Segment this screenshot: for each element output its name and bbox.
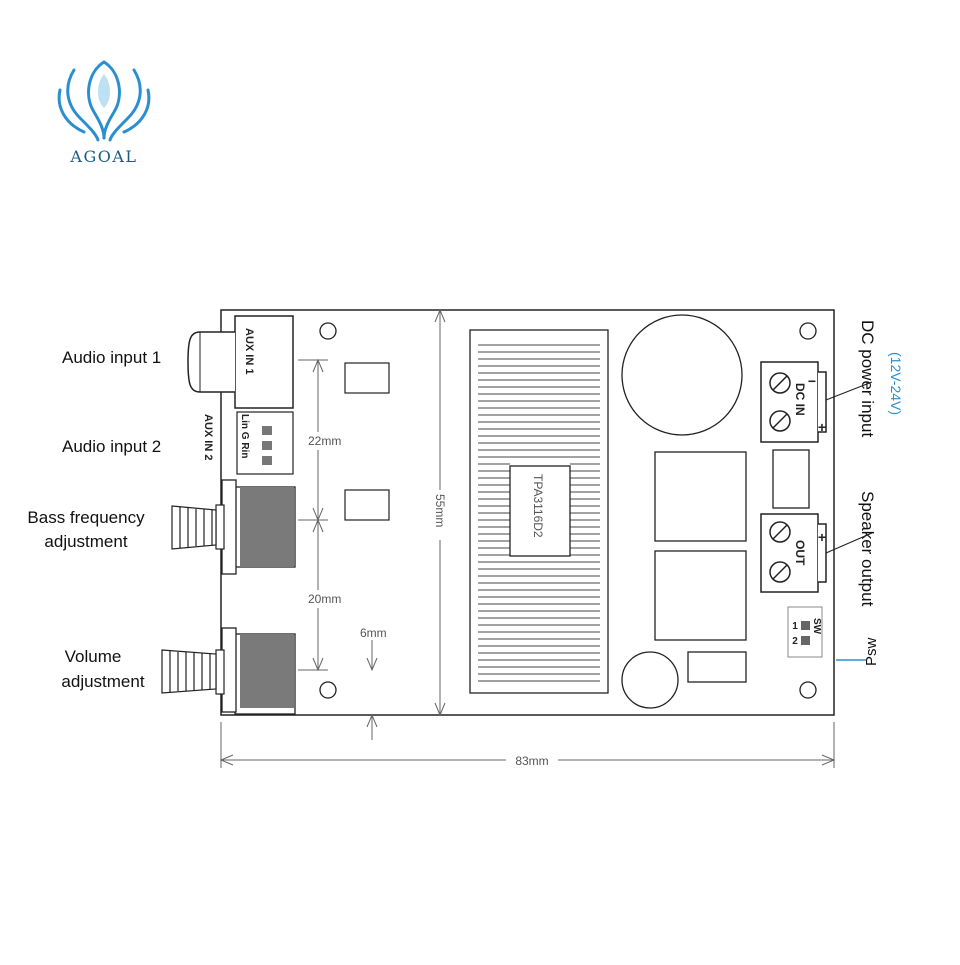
dc-minus-symbol: − xyxy=(808,373,816,389)
aux-in-1-jack: AUX IN 1 xyxy=(187,315,294,409)
label-audio-input-2: Audio input 2 xyxy=(62,437,161,456)
label-psw: Psw xyxy=(863,637,880,666)
aux-in-2-label: AUX IN 2 xyxy=(202,414,214,460)
chip-label: TPA3116D2 xyxy=(531,474,545,538)
volume-knob xyxy=(161,649,217,694)
mounting-hole xyxy=(799,681,817,699)
volume-potentiometer xyxy=(161,627,296,715)
aux-in-2-header: Lin G Rin AUX IN 2 xyxy=(202,411,294,475)
psw-switch: 1 2 SW xyxy=(787,606,823,658)
component-pad xyxy=(687,651,747,683)
small-capacitor xyxy=(621,651,679,709)
dc-plus-symbol: + xyxy=(818,419,826,435)
mounting-hole xyxy=(319,681,337,699)
label-dc-power-input: DC power input xyxy=(858,320,877,437)
dc-in-terminal: DC IN − + xyxy=(760,361,827,443)
component-pad xyxy=(344,489,390,521)
amplifier-chip: TPA3116D2 xyxy=(509,465,571,557)
sw-pin-2: 2 xyxy=(792,636,798,647)
mounting-hole xyxy=(799,322,817,340)
aux-in-2-pins: Lin G Rin xyxy=(239,414,250,458)
label-volume-line-1: Volume xyxy=(65,647,122,666)
speaker-out-terminal: OUT + xyxy=(760,513,827,593)
bass-potentiometer xyxy=(171,479,296,575)
inductor xyxy=(654,451,747,542)
component-pad xyxy=(344,362,390,394)
label-volume-line-2: adjustment xyxy=(61,672,144,691)
out-plus-symbol: + xyxy=(818,529,826,545)
label-audio-input-1: Audio input 1 xyxy=(62,348,161,367)
mounting-hole xyxy=(319,322,337,340)
leader-lines xyxy=(825,381,873,661)
inductor xyxy=(654,550,747,641)
large-capacitor xyxy=(621,314,743,436)
label-voltage-range: (12V-24V) xyxy=(888,352,904,415)
out-label: OUT xyxy=(793,540,807,566)
dim-55mm: 55mm xyxy=(433,494,447,527)
brand-name: AGOAL xyxy=(69,147,137,166)
mounting-holes xyxy=(319,322,817,699)
dim-83mm: 83mm xyxy=(515,754,548,768)
label-speaker-output: Speaker output xyxy=(858,491,877,607)
sw-pin-1: 1 xyxy=(792,621,798,632)
label-bass-line-1: Bass frequency xyxy=(27,508,145,527)
dim-20mm: 20mm xyxy=(308,592,341,606)
dc-in-label: DC IN xyxy=(793,383,807,416)
component-pad xyxy=(772,449,810,509)
sw-label: SW xyxy=(811,618,822,635)
dim-6mm: 6mm xyxy=(360,626,387,640)
bass-knob xyxy=(171,505,217,550)
aux-in-1-label: AUX IN 1 xyxy=(243,328,255,374)
brand-logo: AGOAL xyxy=(57,60,151,166)
dim-22mm: 22mm xyxy=(308,434,341,448)
label-bass-line-2: adjustment xyxy=(44,532,127,551)
